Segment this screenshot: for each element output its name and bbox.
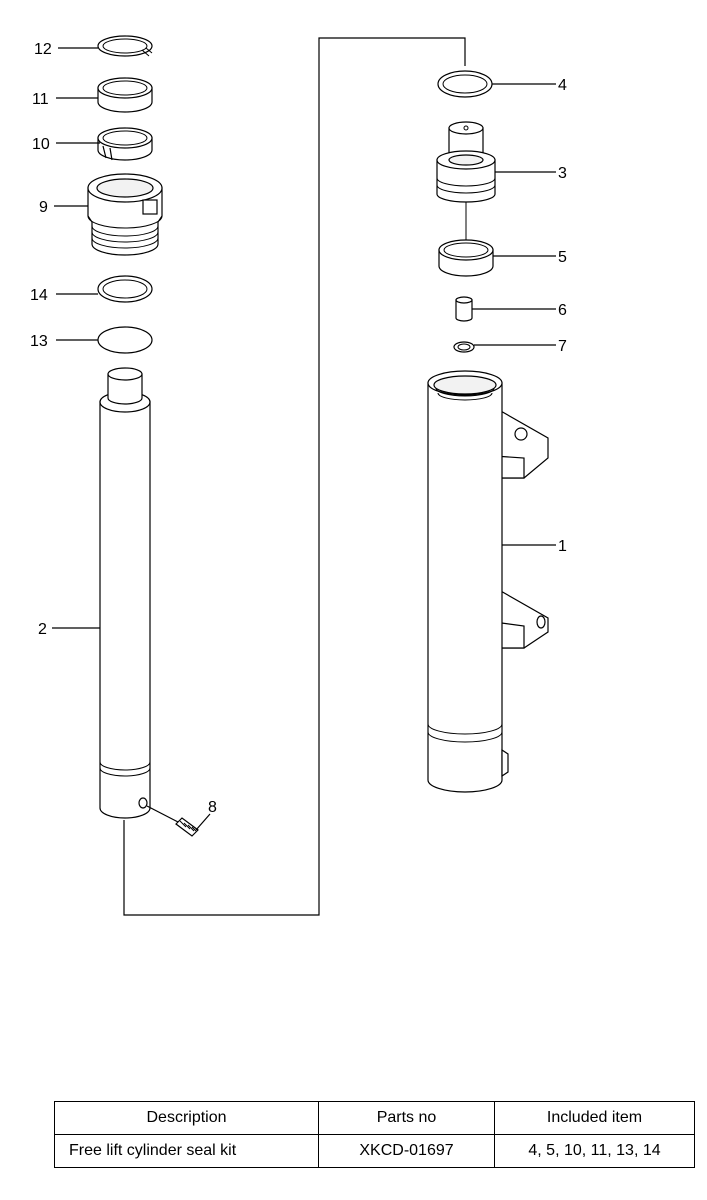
part-8-set-screw [146, 805, 211, 837]
part-6-pin [455, 296, 473, 322]
callout-14: 14 [30, 287, 48, 304]
part-13-o-ring [97, 326, 153, 354]
part-9-gland-nut [87, 173, 163, 256]
callout-10: 10 [32, 136, 50, 153]
seal-kit-table: Description Parts no Included item Free … [54, 1101, 695, 1168]
part-10-split-ring [97, 127, 153, 161]
table-row: Free lift cylinder seal kit XKCD-01697 4… [54, 1134, 695, 1168]
callout-13: 13 [30, 333, 48, 350]
cell-description: Free lift cylinder seal kit [54, 1134, 319, 1168]
part-3-piston [436, 121, 496, 240]
callout-7: 7 [558, 338, 567, 355]
header-parts-no: Parts no [318, 1101, 495, 1135]
part-5-ring [438, 239, 494, 277]
callout-1: 1 [558, 538, 567, 555]
callout-12: 12 [34, 41, 52, 58]
callout-6: 6 [558, 302, 567, 319]
callout-5: 5 [558, 249, 567, 266]
part-1-cylinder-tube [427, 370, 549, 793]
callout-8: 8 [208, 799, 217, 816]
cell-included-item: 4, 5, 10, 11, 13, 14 [494, 1134, 695, 1168]
callout-2: 2 [38, 621, 47, 638]
callout-4: 4 [558, 77, 567, 94]
callout-3: 3 [558, 165, 567, 182]
part-2-piston-rod [99, 367, 151, 819]
callout-11: 11 [32, 91, 49, 108]
part-4-ring [437, 70, 493, 98]
header-included-item: Included item [494, 1101, 695, 1135]
callout-9: 9 [39, 199, 48, 216]
cell-parts-no: XKCD-01697 [318, 1134, 495, 1168]
part-7-o-ring [453, 341, 475, 353]
assembly-connector-line [123, 37, 466, 916]
part-12-snap-ring [97, 35, 153, 57]
table-header-row: Description Parts no Included item [54, 1101, 695, 1135]
exploded-parts-diagram: 12 11 10 9 14 13 2 8 4 3 5 6 7 1 [30, 35, 567, 916]
part-14-backup-ring [97, 275, 153, 303]
header-description: Description [54, 1101, 319, 1135]
part-11-wear-ring [97, 77, 153, 113]
